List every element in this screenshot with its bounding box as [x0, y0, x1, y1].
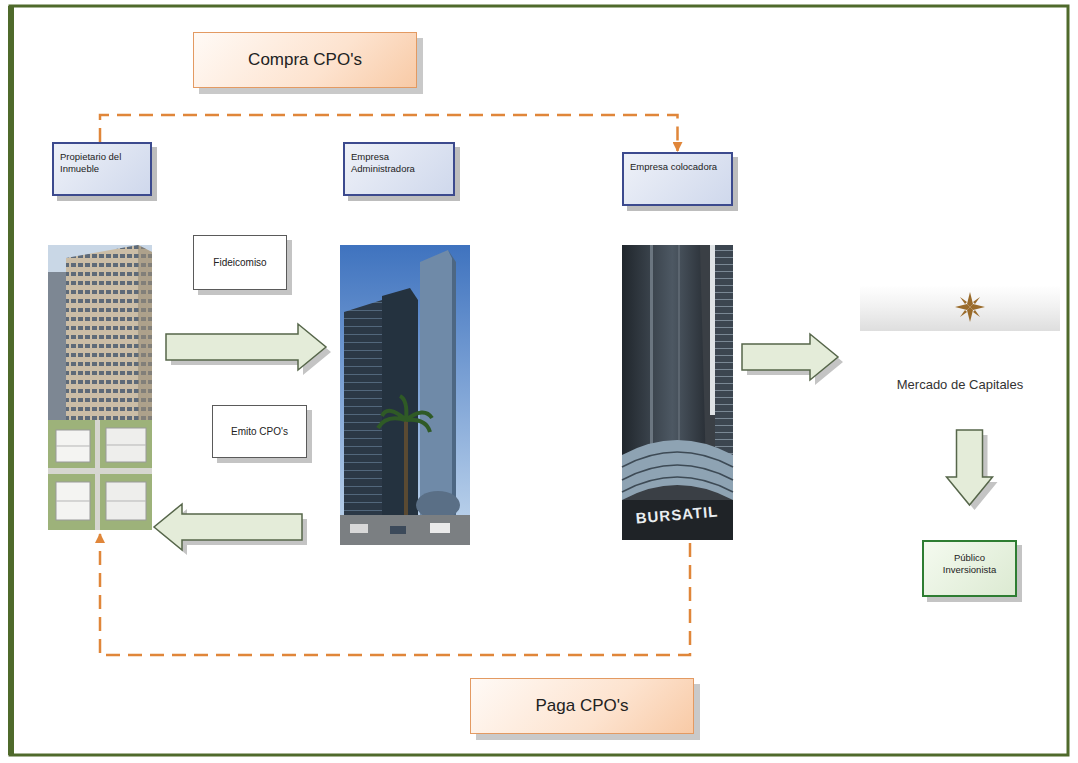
dashed-connector: [100, 534, 690, 655]
admin-photo: [340, 245, 470, 545]
bursatil-photo-part: [622, 440, 733, 500]
admin-photo-part: [420, 250, 452, 515]
block-arrow: [947, 430, 993, 505]
edge-label: Fideicomiso: [213, 257, 266, 268]
node-text: Empresa colocadora: [630, 161, 725, 173]
market-band: Mercado de Capitales: [860, 285, 1060, 398]
admin-photo-part: [448, 250, 456, 515]
outer-frame-part: [10, 6, 1068, 755]
exchange-logo-part: [967, 292, 973, 307]
block-arrow: [154, 504, 302, 550]
admin-photo-part: [344, 300, 382, 515]
warehouse-photo-part: [106, 482, 146, 520]
market-text-holder: Mercado de Capitales: [860, 377, 1060, 392]
warehouse-photo-part: [95, 420, 100, 530]
warehouse-photo-part: [56, 430, 90, 462]
warehouse-photo-part: [106, 428, 146, 462]
admin-photo-part: [430, 523, 450, 533]
edge-label-box: Compra CPO's: [193, 32, 417, 88]
exchange-logo-part: [973, 297, 980, 304]
admin-photo-part: [378, 396, 432, 432]
admin-photo-part: [382, 288, 418, 515]
warehouse-photo-part: [56, 501, 90, 502]
tower-photo-part: [48, 245, 152, 420]
exchange-logo-part: [960, 310, 967, 317]
bursatil-photo-part: [622, 245, 733, 540]
warehouse-photo-part: [106, 501, 146, 502]
exchange-logo-part: [967, 307, 973, 322]
exchange-logo: [954, 291, 986, 323]
manager-node: Empresa Administradora: [340, 142, 470, 545]
edge-label: Emito CPO's: [231, 426, 288, 437]
node-text: Público Inversionista: [932, 552, 1007, 576]
block-arrow: [742, 334, 838, 380]
tower-photo-part: [66, 245, 152, 420]
node-text: Empresa Administradora: [351, 151, 447, 175]
exchange-logo-part: [955, 304, 970, 310]
label-box: Propietario del Inmueble: [52, 142, 152, 196]
edge-label: Paga CPO's: [535, 696, 628, 716]
admin-photo-part: [390, 526, 406, 534]
label-box: Empresa Administradora: [343, 142, 455, 196]
bursatil-photo-part: [650, 245, 653, 470]
warehouse-photo-part: [48, 420, 152, 530]
placement-node: Empresa colocadora: [622, 152, 733, 540]
exchange-logo-part: [960, 297, 967, 304]
warehouse-photo-part: [106, 445, 146, 446]
admin-photo-part: [350, 524, 368, 533]
edge-label-box: Emito CPO's: [212, 405, 307, 458]
edge-label-box: Fideicomiso: [193, 235, 287, 290]
bursatil-photo: [622, 245, 733, 540]
outer-frame: [8, 6, 1068, 755]
block-arrow: [166, 324, 326, 370]
warehouse-photo-part: [56, 482, 90, 520]
bursatil-photo-part: [678, 245, 680, 470]
edge-label-box: Paga CPO's: [470, 678, 694, 734]
admin-photo-part: [416, 491, 460, 519]
bursatil-photo-part: [622, 245, 706, 470]
node-text: Propietario del Inmueble: [60, 151, 144, 175]
investor-box: Público Inversionista: [922, 540, 1017, 597]
bursatil-photo-part: [622, 500, 733, 540]
node-text: Mercado de Capitales: [860, 377, 1060, 392]
label-box: Empresa colocadora: [622, 152, 733, 206]
admin-photo-part: [340, 515, 470, 545]
owner-node: Propietario del Inmueble: [48, 142, 152, 530]
bursatil-photo-part: [715, 245, 733, 475]
exchange-logo-part: [970, 304, 985, 310]
edge-label: Compra CPO's: [248, 50, 362, 70]
tower-photo-part: [48, 272, 66, 420]
admin-photo-part: [404, 420, 408, 515]
warehouse-photo-part: [56, 446, 90, 447]
admin-photo-part: [340, 245, 470, 545]
warehouse-photo: [48, 420, 152, 530]
tower-photo-part: [138, 245, 152, 420]
exchange-logo-part: [973, 310, 980, 317]
tower-photo: [48, 245, 152, 420]
outer-frame-part: [8, 6, 14, 755]
bursatil-photo-part: [622, 452, 733, 492]
